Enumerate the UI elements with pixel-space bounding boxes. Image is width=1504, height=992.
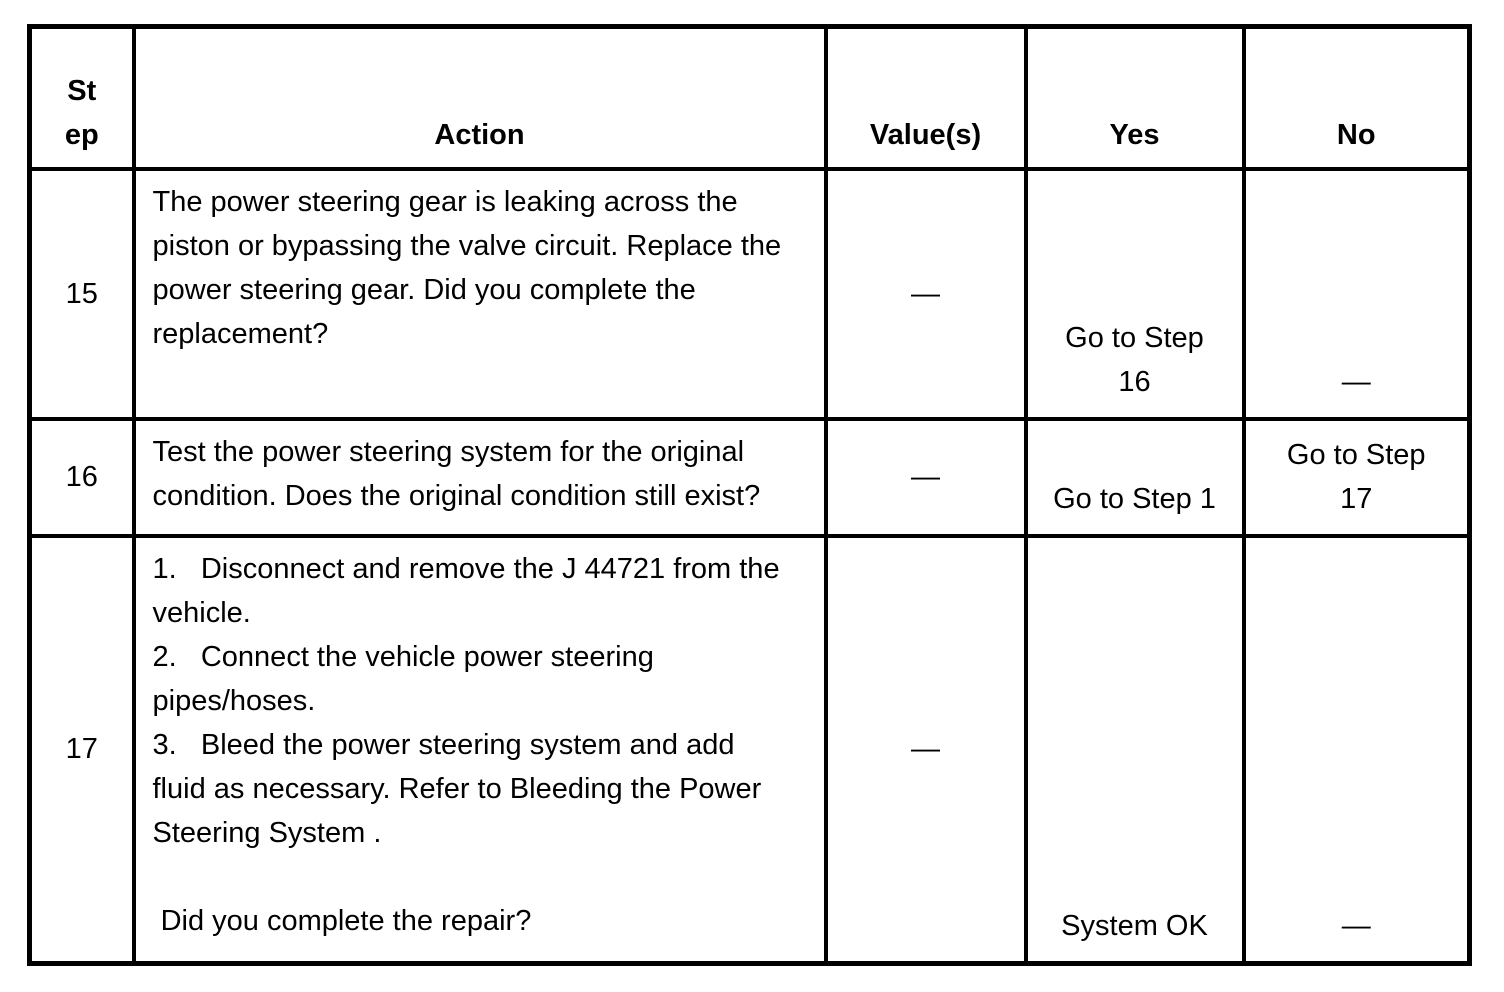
column-header-action: Action [131, 24, 828, 171]
action-cell: Test the power steering system for the o… [131, 416, 828, 538]
action-cell: The power steering gear is leaking acros… [131, 166, 828, 421]
values-cell: — [823, 166, 1028, 421]
no-cell: — [1241, 533, 1472, 966]
no-cell: — [1241, 166, 1472, 421]
table-header-row: St ep Action Value(s) Yes No [27, 24, 1472, 171]
table-row: 17 1. Disconnect and remove the J 44721 … [27, 533, 1472, 966]
step-number-cell: 16 [27, 416, 136, 538]
step-number-cell: 15 [27, 166, 136, 421]
yes-cell: Go to Step 1 [1023, 416, 1246, 538]
values-cell: — [823, 416, 1028, 538]
diagnostic-steps-table: St ep Action Value(s) Yes No 15 The powe… [27, 24, 1472, 966]
values-cell: — [823, 533, 1028, 966]
column-header-step: St ep [27, 24, 136, 171]
no-cell: Go to Step 17 [1241, 416, 1472, 538]
table-row: 15 The power steering gear is leaking ac… [27, 166, 1472, 421]
table-row: 16 Test the power steering system for th… [27, 416, 1472, 538]
step-number-cell: 17 [27, 533, 136, 966]
column-header-yes: Yes [1023, 24, 1246, 171]
yes-cell: System OK [1023, 533, 1246, 966]
column-header-values: Value(s) [823, 24, 1028, 171]
column-header-no: No [1241, 24, 1472, 171]
yes-cell: Go to Step 16 [1023, 166, 1246, 421]
action-cell: 1. Disconnect and remove the J 44721 fro… [131, 533, 828, 966]
